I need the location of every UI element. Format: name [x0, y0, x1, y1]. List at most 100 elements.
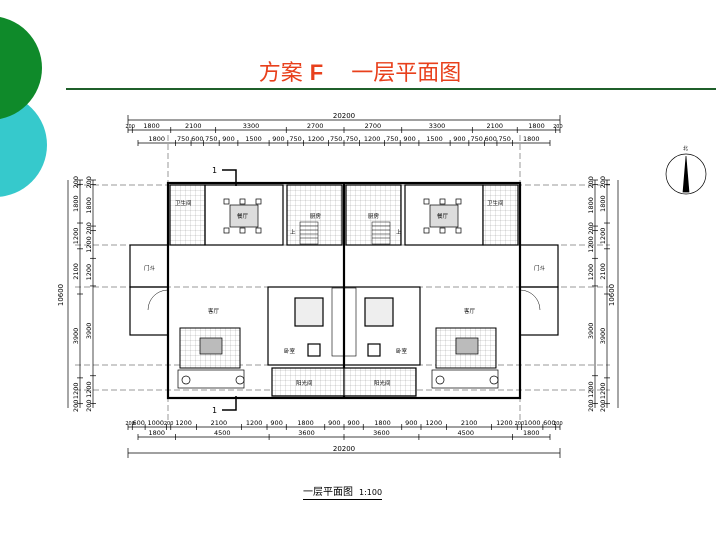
dim-label: 200 [599, 176, 607, 188]
dim-label: 900 [328, 419, 340, 427]
dim-label: 1200 [587, 236, 595, 253]
dim-label: 1800 [523, 135, 540, 143]
dining-table-right [423, 198, 462, 234]
dim-label: 3600 [298, 429, 315, 437]
room-labels: 卫生间 餐厅 厨房 厨房 餐厅 卫生间 上 上 门斗 门斗 客厅 客厅 卧室 卧… [144, 199, 546, 387]
svg-text:20200: 20200 [333, 112, 355, 120]
teal-circle-decor [0, 93, 47, 197]
dim-label: 1800 [143, 122, 160, 130]
dim-label: 1800 [85, 197, 93, 214]
label-up-right: 上 [396, 228, 402, 236]
section-mark-bottom: 1 [212, 396, 237, 415]
dim-label: 2100 [185, 122, 202, 130]
dim-label: 200 [85, 176, 93, 188]
dim-label: 1500 [245, 135, 262, 143]
dim-label: 200 [85, 222, 93, 234]
dim-label: 1200 [599, 228, 607, 245]
sunrooms [271, 367, 417, 397]
dim-label: 900 [347, 419, 359, 427]
dim-label: 750 [205, 135, 217, 143]
dim-label: 1200 [85, 381, 93, 398]
label-entry-right: 门斗 [534, 264, 546, 272]
dim-label: 1800 [72, 195, 80, 212]
dim-label: 3900 [72, 328, 80, 345]
green-circle-decor [0, 16, 42, 120]
dim-label: 3600 [373, 429, 390, 437]
label-sunroom-left: 阳光间 [296, 379, 313, 387]
dim-label: 3900 [599, 328, 607, 345]
dim-label: 1500 [426, 135, 443, 143]
label-bedroom-left: 卧室 [284, 347, 296, 355]
dim-label: 900 [405, 419, 417, 427]
dim-label: 1800 [148, 135, 165, 143]
section-mark-top: 1 [212, 166, 237, 186]
dim-label: 750 [499, 135, 511, 143]
dim-label: 2700 [307, 122, 324, 130]
dim-label: 1000 [148, 419, 165, 427]
dim-label: 200 [164, 421, 174, 427]
dim-label: 750 [470, 135, 482, 143]
entry-porch-right [519, 244, 559, 336]
overall-width-dim-bottom: 20200 [127, 445, 561, 458]
dim-label: 1200 [364, 135, 381, 143]
living-furniture-right [431, 327, 499, 389]
dim-label: 1800 [374, 419, 391, 427]
label-living-right: 客厅 [464, 307, 476, 315]
label-living-left: 客厅 [208, 307, 220, 315]
dim-label: 200 [72, 176, 80, 188]
label-bath-left: 卫生间 [175, 199, 192, 207]
dim-label: 1200 [587, 381, 595, 398]
dim-label: 750 [386, 135, 398, 143]
dim-label: 1800 [148, 429, 165, 437]
svg-text:20200: 20200 [333, 445, 355, 453]
north-label: 北 [683, 145, 688, 152]
dim-label: 200 [125, 421, 135, 427]
dim-label: 600 [132, 419, 144, 427]
label-bath-right: 卫生间 [487, 199, 504, 207]
dim-label: 1200 [175, 419, 192, 427]
dim-label: 3900 [85, 323, 93, 340]
upper-rooms [169, 184, 519, 246]
label-dining-right: 餐厅 [437, 212, 449, 220]
dim-label: 200 [553, 124, 563, 130]
label-up-left: 上 [290, 228, 296, 236]
svg-text:1: 1 [212, 166, 217, 175]
entry-porch-left [129, 244, 169, 336]
overall-width-dim-top: 20200 [127, 112, 561, 125]
dim-label: 2100 [72, 263, 80, 280]
dim-label: 1200 [496, 419, 513, 427]
dim-label: 1200 [246, 419, 263, 427]
dim-label: 200 [587, 176, 595, 188]
dim-label: 1200 [308, 135, 325, 143]
dim-label: 600 [484, 135, 496, 143]
dim-label: 1800 [599, 195, 607, 212]
dim-label: 3300 [429, 122, 446, 130]
dim-label: 1200 [72, 228, 80, 245]
dim-label: 200 [85, 399, 93, 411]
dim-label: 750 [346, 135, 358, 143]
dim-label: 4500 [457, 429, 474, 437]
label-kitchen-right: 厨房 [368, 212, 380, 220]
dim-label: 200 [72, 400, 80, 412]
dim-label: 1800 [297, 419, 314, 427]
dim-label: 200 [599, 400, 607, 412]
title-rule [66, 88, 716, 90]
svg-text:10600: 10600 [608, 284, 616, 306]
dim-label: 200 [587, 222, 595, 234]
dim-label: 600 [543, 419, 555, 427]
dim-label: 600 [191, 135, 203, 143]
dim-label: 900 [222, 135, 234, 143]
dim-label: 1800 [587, 197, 595, 214]
label-kitchen-left: 厨房 [310, 212, 322, 220]
dim-label: 1200 [426, 419, 443, 427]
overall-depth-dim: 10600 [57, 180, 69, 408]
